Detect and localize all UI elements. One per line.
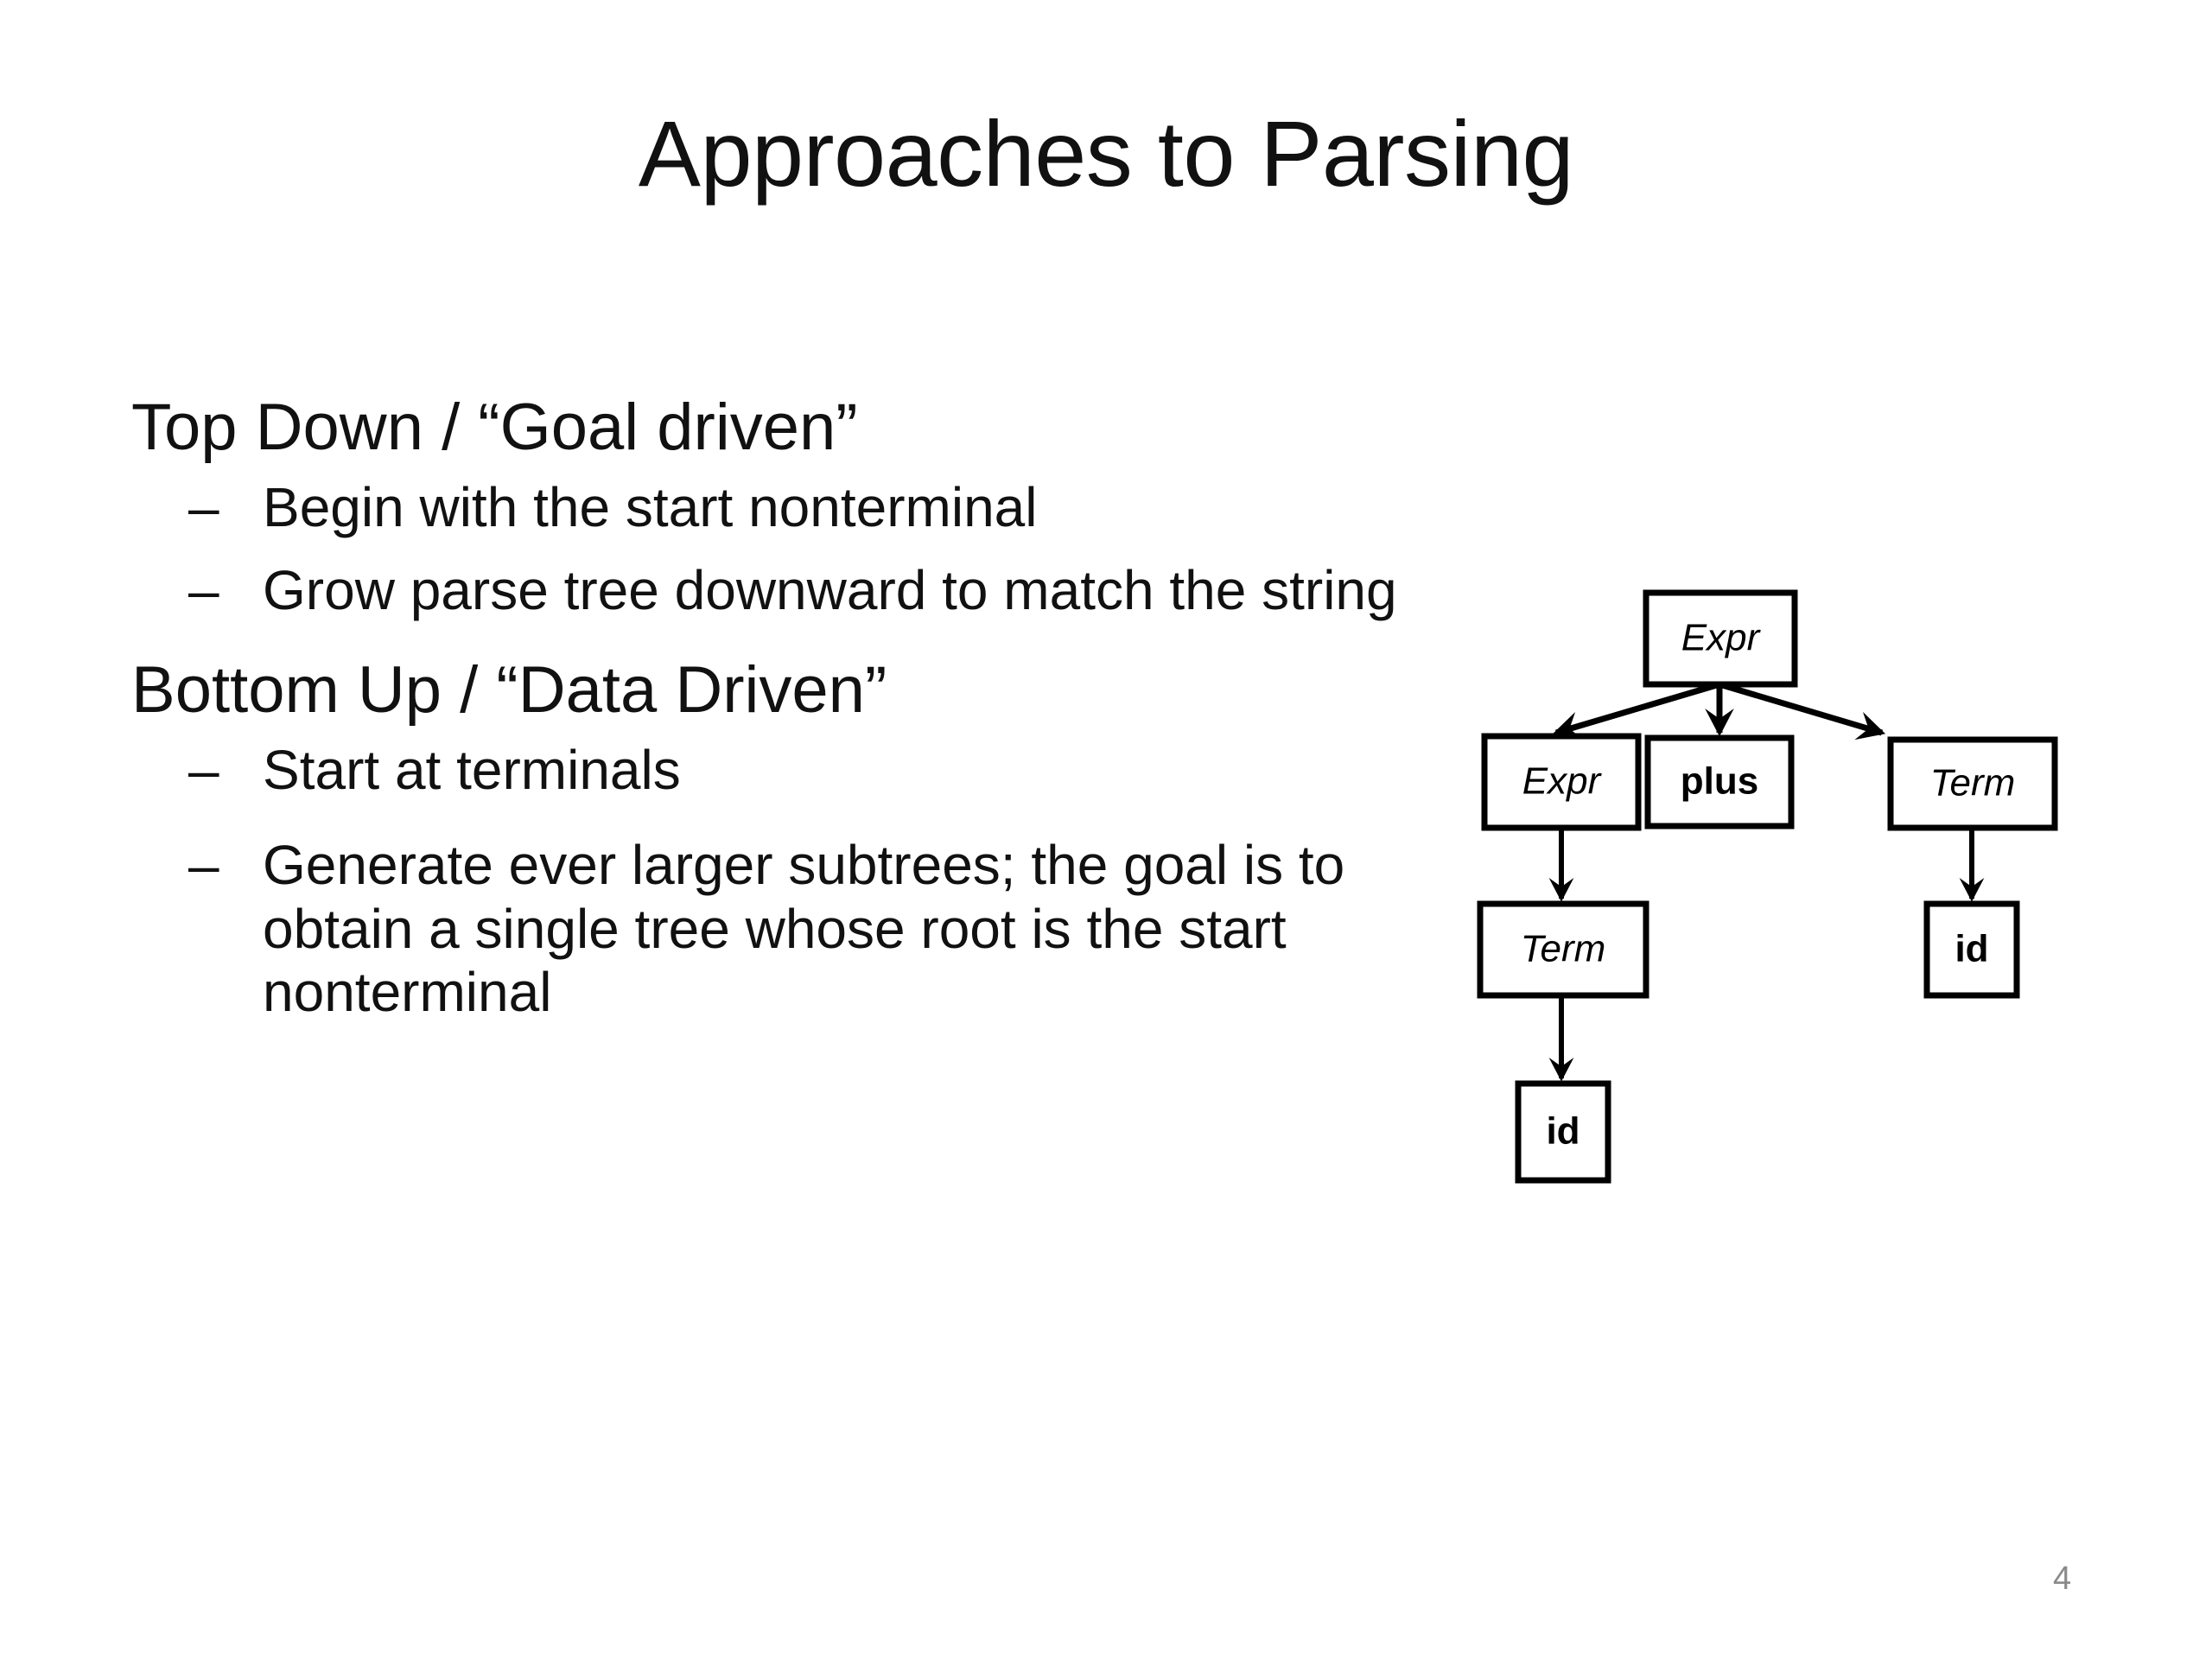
tree-node-label: Expr xyxy=(1522,760,1603,803)
edge-root-expr-to-child-expr xyxy=(1552,681,1720,741)
tree-node-left-id xyxy=(1515,1080,1611,1184)
tree-node-child-plus xyxy=(1644,734,1795,830)
tree-node-child-term xyxy=(1887,736,2058,831)
tree-node-label: Term xyxy=(1521,928,1606,970)
slide-body: Top Down / “Goal driven” – Begin with th… xyxy=(131,391,1427,1044)
tree-node-left-term xyxy=(1477,900,1649,999)
slide-number: 4 xyxy=(2053,1560,2072,1597)
tree-node-label: plus xyxy=(1681,760,1758,803)
bullet-start-at-terminals: – Start at terminals xyxy=(131,739,1427,803)
bullet-begin-with-start-nonterminal: – Begin with the start nonterminal xyxy=(131,476,1427,540)
parse-tree-diagram: Expr Expr plus Term Term id id xyxy=(1469,553,2160,1244)
bullet-grow-parse-tree-downward: – Grow parse tree downward to match the … xyxy=(131,559,1427,623)
bullet-text: Generate ever larger subtrees; the goal … xyxy=(263,834,1345,1024)
tree-node-label: Expr xyxy=(1681,617,1762,659)
section-heading-bottom-up: Bottom Up / “Data Driven” xyxy=(131,653,887,728)
dash-bullet-icon: – xyxy=(188,834,219,896)
tree-node-root-expr xyxy=(1643,589,1798,688)
tree-node-label: id xyxy=(1955,928,1988,970)
section-heading-top-down: Top Down / “Goal driven” xyxy=(131,391,858,464)
dash-bullet-icon: – xyxy=(188,476,219,539)
tree-node-label: id xyxy=(1546,1110,1580,1153)
tree-node-child-expr xyxy=(1481,733,1642,831)
bullet-text: Grow parse tree downward to match the st… xyxy=(263,558,1397,621)
tree-node-right-id xyxy=(1923,900,2020,999)
edge-root-expr-to-child-term xyxy=(1719,681,1886,741)
dash-bullet-icon: – xyxy=(188,739,219,802)
tree-node-label: Term xyxy=(1930,762,2016,804)
bullet-text: Begin with the start nonterminal xyxy=(263,476,1038,539)
bullet-text: Start at terminals xyxy=(263,739,681,802)
page-title: Approaches to Parsing xyxy=(638,101,1574,206)
bullet-generate-ever-larger-subtrees: – Generate ever larger subtrees; the goa… xyxy=(131,834,1427,1025)
dash-bullet-icon: – xyxy=(188,558,219,621)
